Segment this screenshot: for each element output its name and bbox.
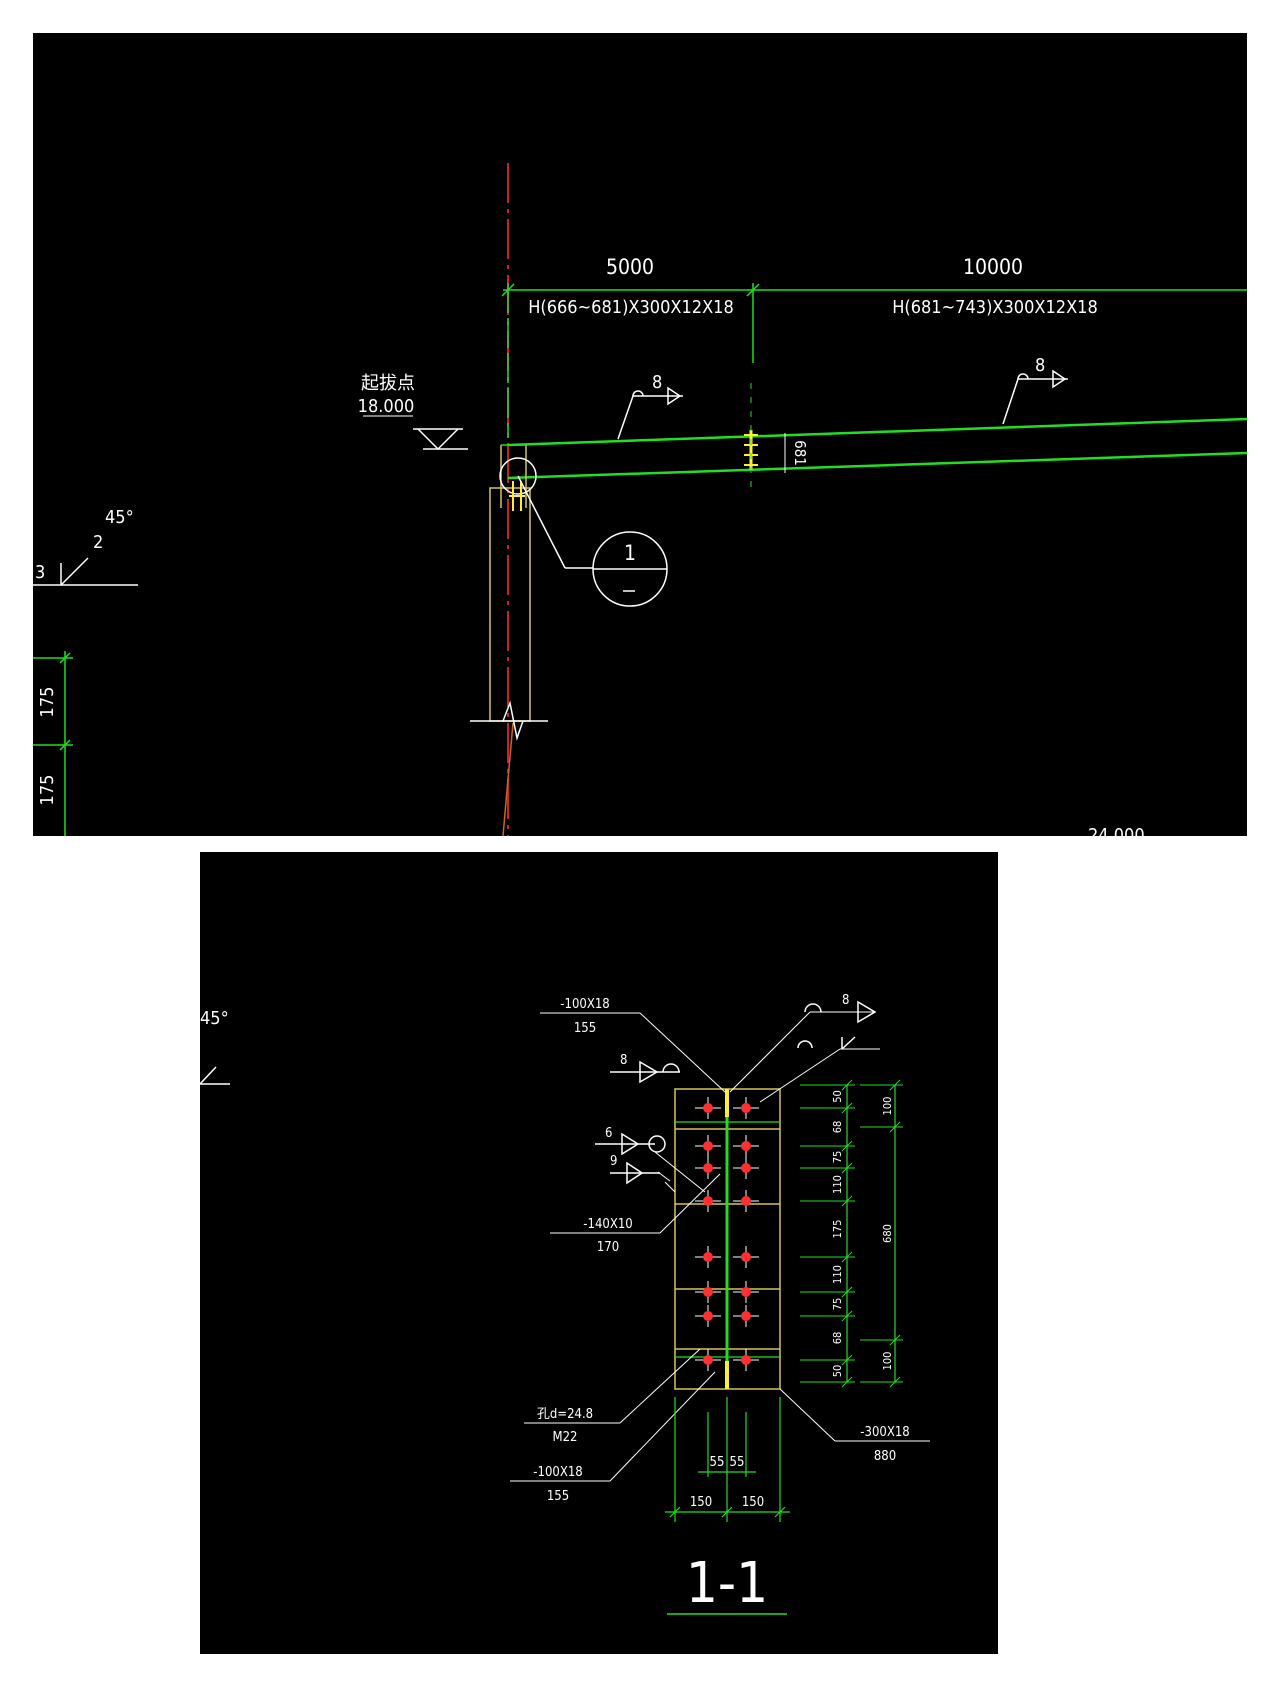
slope-run-text: 3 bbox=[35, 562, 45, 583]
bottom-dim-outer-2: 150 bbox=[742, 1495, 764, 1510]
bolt-size: M22 bbox=[553, 1430, 578, 1445]
column-base-break bbox=[470, 700, 548, 741]
column-centerline-lower bbox=[502, 722, 514, 836]
right-dim-outer-text: 680 bbox=[881, 1224, 894, 1243]
bolt-icon bbox=[741, 1287, 751, 1297]
endplate-length: 880 bbox=[874, 1449, 896, 1464]
beam-bottom-flange bbox=[507, 451, 1247, 480]
slope-symbol bbox=[33, 557, 138, 586]
right-dim-text: 68 bbox=[831, 1332, 844, 1345]
bolt-icon bbox=[703, 1196, 713, 1206]
bolt-icon bbox=[741, 1196, 751, 1206]
right-dim-text: 50 bbox=[831, 1090, 844, 1103]
bolt-icon bbox=[703, 1355, 713, 1365]
weld-symbol-right bbox=[797, 1036, 856, 1050]
weld-size-top-left: 8 bbox=[620, 1053, 627, 1068]
elevation-triangle-icon bbox=[413, 428, 468, 451]
plate-bottom-spec: -100X18 bbox=[533, 1465, 582, 1480]
weld-size-1: 8 bbox=[652, 372, 662, 393]
weld-symbol-top-left bbox=[610, 1060, 680, 1084]
connection-weld bbox=[509, 481, 525, 511]
bottom-dim-inner-2: 55 bbox=[730, 1455, 745, 1470]
left-dimension-lines bbox=[33, 651, 73, 836]
bolt-icon bbox=[703, 1141, 713, 1151]
slope-rise-text: 2 bbox=[93, 532, 103, 553]
splice-weld bbox=[744, 383, 758, 493]
bottom-dim-inner-1: 55 bbox=[710, 1455, 725, 1470]
bottom-dim-outer-1: 150 bbox=[690, 1495, 712, 1510]
slope-angle-text-bottom: 45° bbox=[200, 1008, 229, 1029]
left-dim-1: 175 bbox=[37, 687, 58, 718]
right-dim-outer-text: 100 bbox=[881, 1352, 894, 1371]
right-dim-outer-text: 100 bbox=[881, 1097, 894, 1116]
bolt-icon bbox=[741, 1311, 751, 1321]
right-dimension-chain: 50 68 75 110 175 110 75 68 50 100 680 100 bbox=[800, 1079, 903, 1388]
dimension-text-10000: 10000 bbox=[963, 255, 1023, 279]
weld-symbol-1 bbox=[617, 386, 683, 440]
plate-top-length: 155 bbox=[574, 1021, 596, 1036]
bolt-icon bbox=[703, 1103, 713, 1113]
bottom-dimension-lines bbox=[665, 1397, 790, 1522]
bolt-icon bbox=[741, 1141, 751, 1151]
section-title: 1-1 bbox=[686, 1551, 768, 1616]
start-point-label: 起拔点 bbox=[361, 373, 415, 394]
slope-angle-text: 45° bbox=[105, 507, 134, 528]
weld-symbol-2 bbox=[1002, 369, 1068, 425]
stiffener-spec: -140X10 bbox=[583, 1217, 632, 1232]
bolt-icon bbox=[703, 1287, 713, 1297]
bolt-icon bbox=[741, 1355, 751, 1365]
right-dim-text: 75 bbox=[831, 1298, 844, 1311]
bolt-icon bbox=[741, 1252, 751, 1262]
right-dim-text: 110 bbox=[831, 1265, 844, 1284]
section-label-1: H(666~681)X300X12X18 bbox=[528, 297, 734, 318]
beam-top-flange bbox=[507, 417, 1247, 447]
elevation-text: 18.000 bbox=[358, 396, 415, 417]
endplate-spec: -300X18 bbox=[860, 1425, 909, 1440]
section-drawing: 45° 8 bbox=[200, 993, 930, 1616]
weld-symbol-top-right bbox=[804, 1000, 877, 1024]
plate-bottom-length: 155 bbox=[547, 1489, 569, 1504]
dimension-text-5000: 5000 bbox=[606, 255, 654, 279]
bolt-icon bbox=[703, 1252, 713, 1262]
bolt-hole-spec: 孔d=24.8 bbox=[537, 1407, 593, 1422]
right-dim-text: 175 bbox=[831, 1220, 844, 1239]
plate-top-spec: -100X18 bbox=[560, 997, 609, 1012]
right-dim-text: 110 bbox=[831, 1175, 844, 1194]
weld-size-top-right: 8 bbox=[842, 993, 849, 1008]
detail-number: 1 bbox=[624, 541, 636, 565]
elevation-drawing: 5000 10000 H(666~681)X300X12X18 H(681~74… bbox=[33, 163, 1247, 836]
bottom-right-elevation: 24.000 bbox=[1088, 825, 1145, 836]
right-dim-text: 68 bbox=[831, 1121, 844, 1134]
beam-depth-text: 681 bbox=[791, 440, 809, 466]
section-view-panel: 45° 8 bbox=[200, 852, 998, 1654]
elevation-view-panel: 5000 10000 H(666~681)X300X12X18 H(681~74… bbox=[33, 33, 1247, 836]
bolt-icon bbox=[741, 1103, 751, 1113]
weld-symbol-6 bbox=[595, 1132, 666, 1156]
section-label-2: H(681~743)X300X12X18 bbox=[892, 297, 1098, 318]
bolt-icon bbox=[741, 1163, 751, 1173]
right-dim-text: 50 bbox=[831, 1365, 844, 1378]
weld-size-9: 9 bbox=[610, 1154, 617, 1169]
right-dim-text: 75 bbox=[831, 1151, 844, 1164]
weld-size-2: 8 bbox=[1035, 355, 1045, 376]
bolt-icon bbox=[703, 1311, 713, 1321]
bolt-icon bbox=[703, 1163, 713, 1173]
stiffener-length: 170 bbox=[597, 1240, 619, 1255]
weld-size-6: 6 bbox=[605, 1126, 612, 1141]
detail-callout-circle-small bbox=[499, 457, 537, 495]
left-dim-2: 175 bbox=[37, 775, 58, 806]
weld-symbol-9 bbox=[610, 1161, 660, 1185]
bolt-group bbox=[695, 1097, 759, 1371]
column-outline bbox=[489, 487, 531, 722]
